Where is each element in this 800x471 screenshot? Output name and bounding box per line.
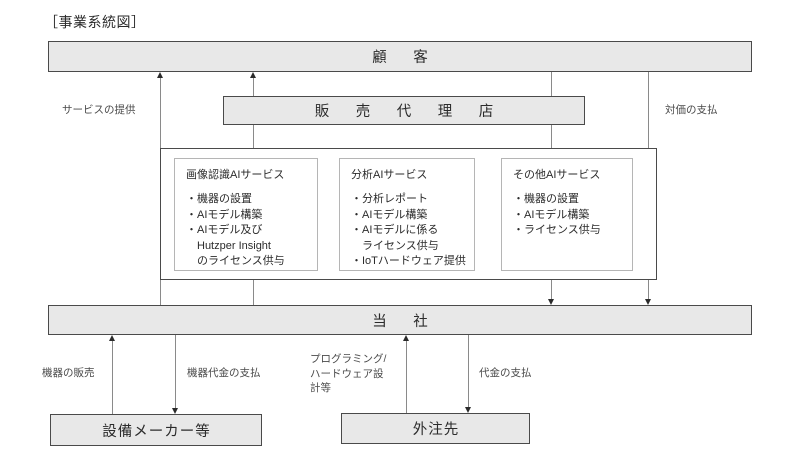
node-company-label: 当 社 bbox=[372, 313, 434, 330]
arrowhead-service-to-customer-left bbox=[156, 72, 163, 78]
arrowhead-service-to-customer-via-agency bbox=[249, 72, 256, 78]
service-item: ・分析レポート bbox=[351, 193, 428, 205]
node-outsourcer-label: 外注先 bbox=[412, 422, 460, 438]
node-outsourcer[interactable]: 外注先 bbox=[341, 413, 530, 444]
flow-label-consideration-payment: 対価の支払 bbox=[665, 104, 718, 116]
node-company[interactable]: 当 社 bbox=[48, 305, 752, 335]
connector-maker-to-company bbox=[112, 341, 113, 414]
connector-company-to-service-midleft bbox=[253, 280, 254, 305]
connector-company-to-maker bbox=[175, 335, 176, 408]
service-item: ・AIモデル構築 bbox=[186, 208, 263, 221]
service-item: ・機器の設置 bbox=[186, 193, 252, 205]
service-item: ・AIモデル構築 bbox=[513, 208, 590, 221]
node-equipment-maker-label: 設備メーカー等 bbox=[102, 423, 211, 440]
service-item: ・AIモデル及び bbox=[186, 224, 263, 236]
service-card-analytics[interactable]: 分析AIサービス ・分析レポート ・AIモデル構築 ・AIモデルに係る ライセン… bbox=[339, 158, 475, 271]
connector-service-to-customer-left bbox=[160, 78, 161, 148]
flow-label-programming-hardware: プログラミング/ ハードウェア設 計等 bbox=[310, 353, 387, 394]
node-equipment-maker[interactable]: 設備メーカー等 bbox=[50, 414, 262, 446]
connector-customer-to-service-right bbox=[648, 72, 649, 148]
service-card-items: ・機器の設置 ・AIモデル構築 ・AIモデル及び Hutzper Insight… bbox=[186, 192, 307, 270]
arrowhead-service-to-company-mid bbox=[547, 299, 554, 305]
flow-label-equipment-sale: 機器の販売 bbox=[42, 367, 95, 379]
service-card-other[interactable]: その他AIサービス ・機器の設置 ・AIモデル構築 ・ライセンス供与 bbox=[501, 158, 633, 271]
service-card-items: ・分析レポート ・AIモデル構築 ・AIモデルに係る ライセンス供与 ・IoTハ… bbox=[351, 192, 466, 270]
flow-label-service-provision: サービスの提供 bbox=[62, 104, 136, 116]
node-sales-agency-label: 販 売 代 理 店 bbox=[314, 104, 500, 120]
service-item: ・IoTハードウェア提供 bbox=[351, 255, 466, 267]
page-title: ［事業系統図］ bbox=[44, 14, 146, 30]
service-card-title: 画像認識AIサービス bbox=[186, 169, 285, 181]
flow-label-price-payment: 代金の支払 bbox=[479, 367, 532, 379]
service-item: のライセンス供与 bbox=[186, 255, 285, 267]
connector-service-to-company-right bbox=[648, 280, 649, 299]
service-card-items: ・機器の設置 ・AIモデル構築 ・ライセンス供与 bbox=[513, 192, 622, 239]
service-item: Hutzper Insight bbox=[186, 239, 271, 252]
service-card-title: その他AIサービス bbox=[513, 169, 601, 181]
node-customer-label: 顧 客 bbox=[372, 50, 434, 66]
arrowhead-outsourcer-to-company bbox=[402, 335, 409, 341]
node-sales-agency[interactable]: 販 売 代 理 店 bbox=[223, 96, 585, 125]
connector-company-to-service-left bbox=[160, 280, 161, 305]
service-item: ・機器の設置 bbox=[513, 193, 579, 205]
arrowhead-company-to-outsourcer bbox=[464, 407, 471, 413]
connector-outsourcer-to-company bbox=[406, 341, 407, 413]
service-item: ・AIモデル構築 bbox=[351, 208, 428, 221]
service-item: ライセンス供与 bbox=[351, 239, 439, 252]
services-container: 画像認識AIサービス ・機器の設置 ・AIモデル構築 ・AIモデル及び Hutz… bbox=[160, 148, 657, 280]
arrowhead-service-to-company-right bbox=[644, 299, 651, 305]
arrowhead-maker-to-company bbox=[108, 335, 115, 341]
connector-company-to-outsourcer bbox=[468, 335, 469, 407]
arrowhead-company-to-maker bbox=[171, 408, 178, 414]
service-card-image-recognition[interactable]: 画像認識AIサービス ・機器の設置 ・AIモデル構築 ・AIモデル及び Hutz… bbox=[174, 158, 318, 271]
service-item: ・ライセンス供与 bbox=[513, 224, 601, 236]
connector-service-to-company-mid bbox=[551, 280, 552, 299]
node-customer[interactable]: 顧 客 bbox=[48, 41, 752, 72]
service-item: ・AIモデルに係る bbox=[351, 224, 439, 236]
service-card-title: 分析AIサービス bbox=[351, 169, 428, 181]
flow-label-equipment-payment: 機器代金の支払 bbox=[187, 367, 261, 379]
